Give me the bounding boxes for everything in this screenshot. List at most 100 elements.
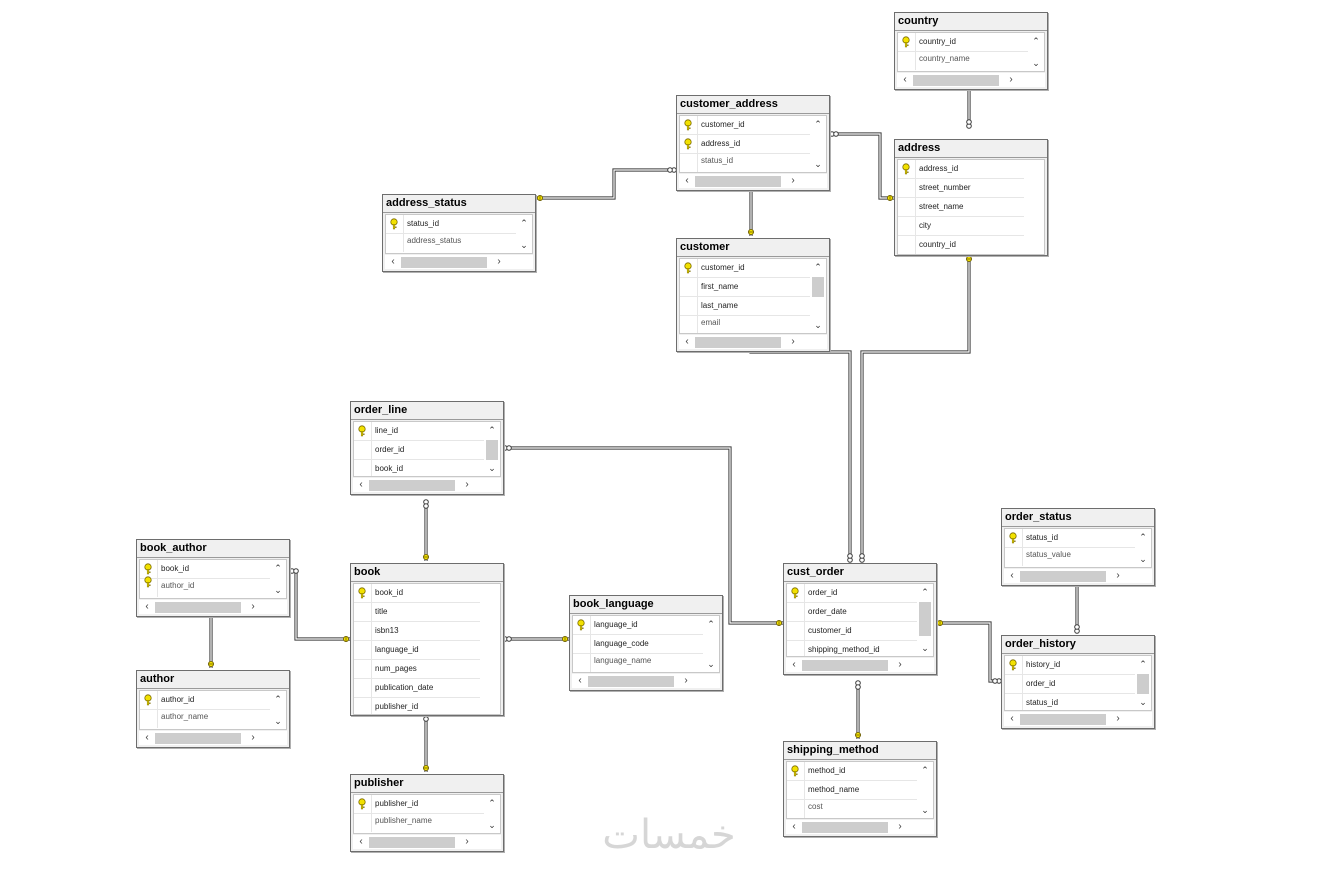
- relationship-book-to-publisher[interactable]: [422, 712, 429, 772]
- horizontal-scroll-thumb[interactable]: [913, 75, 999, 86]
- vertical-scrollbar[interactable]: ⌃⌄: [270, 691, 286, 729]
- column-row[interactable]: method_name: [787, 781, 917, 800]
- table-title[interactable]: customer_address: [677, 96, 829, 114]
- horizontal-scroll-thumb[interactable]: [1020, 571, 1106, 582]
- horizontal-scrollbar[interactable]: ‹›: [139, 731, 287, 745]
- scroll-right-icon[interactable]: ›: [1116, 713, 1120, 724]
- scroll-up-icon[interactable]: ⌃: [1032, 36, 1040, 46]
- column-row[interactable]: customer_id: [680, 116, 810, 135]
- vertical-scrollbar[interactable]: ⌃⌄: [917, 762, 933, 818]
- scroll-left-icon[interactable]: ‹: [685, 175, 689, 186]
- column-row[interactable]: street_name: [898, 198, 1024, 217]
- scroll-up-icon[interactable]: ⌃: [520, 218, 528, 228]
- scroll-up-icon[interactable]: ⌃: [707, 619, 715, 629]
- scroll-down-icon[interactable]: ⌄: [921, 805, 929, 815]
- column-row[interactable]: address_id: [680, 135, 810, 154]
- column-row[interactable]: status_id: [1005, 694, 1135, 710]
- column-row[interactable]: book_id: [354, 584, 480, 603]
- relationship-book-author-to-book[interactable]: [289, 568, 350, 643]
- column-row[interactable]: country_name: [898, 52, 1028, 70]
- column-row[interactable]: status_id: [680, 154, 810, 172]
- table-title[interactable]: author: [137, 671, 289, 689]
- column-row[interactable]: order_id: [1005, 675, 1135, 694]
- relationship-order-history-to-cust-order[interactable]: [936, 620, 1002, 684]
- horizontal-scrollbar[interactable]: ‹›: [786, 658, 934, 672]
- scroll-thumb[interactable]: [919, 602, 931, 636]
- column-row[interactable]: customer_id: [680, 259, 810, 278]
- column-row[interactable]: line_id: [354, 422, 484, 441]
- relationship-cust-order-to-shipping-method[interactable]: [855, 680, 862, 739]
- scroll-left-icon[interactable]: ‹: [359, 836, 363, 847]
- scroll-left-icon[interactable]: ‹: [578, 675, 582, 686]
- vertical-scrollbar[interactable]: ⌃⌄: [810, 116, 826, 172]
- scroll-left-icon[interactable]: ‹: [685, 336, 689, 347]
- horizontal-scroll-thumb[interactable]: [369, 480, 455, 491]
- horizontal-scroll-thumb[interactable]: [401, 257, 487, 268]
- vertical-scrollbar[interactable]: ⌃⌄: [270, 560, 286, 598]
- relationship-cust-order-to-customer[interactable]: [748, 337, 853, 563]
- table-title[interactable]: customer: [677, 239, 829, 257]
- column-row[interactable]: isbn13: [354, 622, 480, 641]
- vertical-scrollbar[interactable]: ⌃⌄: [703, 616, 719, 672]
- scroll-thumb[interactable]: [1137, 674, 1149, 694]
- scroll-up-icon[interactable]: ⌃: [1139, 659, 1147, 669]
- horizontal-scrollbar[interactable]: ‹›: [353, 835, 501, 849]
- scroll-down-icon[interactable]: ⌄: [707, 659, 715, 669]
- column-row[interactable]: publisher_id: [354, 698, 480, 714]
- horizontal-scrollbar[interactable]: ‹›: [572, 674, 720, 688]
- horizontal-scroll-thumb[interactable]: [155, 602, 241, 613]
- column-row[interactable]: country_id: [898, 33, 1028, 52]
- vertical-scrollbar[interactable]: ⌃⌄: [484, 422, 500, 476]
- horizontal-scrollbar[interactable]: ‹›: [679, 174, 827, 188]
- column-row[interactable]: customer_id: [787, 622, 917, 641]
- column-row[interactable]: history_id: [1005, 656, 1135, 675]
- horizontal-scroll-thumb[interactable]: [588, 676, 674, 687]
- table-title[interactable]: book: [351, 564, 503, 582]
- vertical-scrollbar[interactable]: ⌃⌄: [1135, 656, 1151, 710]
- scroll-up-icon[interactable]: ⌃: [814, 262, 822, 272]
- scroll-left-icon[interactable]: ‹: [359, 479, 363, 490]
- scroll-up-icon[interactable]: ⌃: [488, 425, 496, 435]
- column-row[interactable]: street_number: [898, 179, 1024, 198]
- horizontal-scrollbar[interactable]: ‹›: [897, 73, 1045, 87]
- scroll-down-icon[interactable]: ⌄: [1139, 697, 1147, 707]
- column-row[interactable]: status_value: [1005, 548, 1135, 566]
- scroll-right-icon[interactable]: ›: [898, 821, 902, 832]
- scroll-down-icon[interactable]: ⌄: [814, 320, 822, 330]
- scroll-right-icon[interactable]: ›: [465, 479, 469, 490]
- scroll-right-icon[interactable]: ›: [791, 175, 795, 186]
- scroll-down-icon[interactable]: ⌄: [814, 159, 822, 169]
- scroll-up-icon[interactable]: ⌃: [488, 798, 496, 808]
- horizontal-scroll-thumb[interactable]: [695, 337, 781, 348]
- scroll-left-icon[interactable]: ‹: [1010, 570, 1014, 581]
- column-row[interactable]: address_id: [898, 160, 1024, 179]
- scroll-right-icon[interactable]: ›: [251, 732, 255, 743]
- relationship-cust-order-to-address[interactable]: [859, 255, 973, 563]
- scroll-left-icon[interactable]: ‹: [145, 732, 149, 743]
- scroll-right-icon[interactable]: ›: [497, 256, 501, 267]
- table-title[interactable]: book_language: [570, 596, 722, 614]
- column-row[interactable]: cost: [787, 800, 917, 818]
- vertical-scrollbar[interactable]: ⌃⌄: [484, 795, 500, 833]
- scroll-up-icon[interactable]: ⌃: [921, 587, 929, 597]
- scroll-right-icon[interactable]: ›: [251, 601, 255, 612]
- scroll-up-icon[interactable]: ⌃: [274, 694, 282, 704]
- column-row[interactable]: title: [354, 603, 480, 622]
- table-title[interactable]: order_status: [1002, 509, 1154, 527]
- scroll-down-icon[interactable]: ⌄: [488, 463, 496, 473]
- horizontal-scrollbar[interactable]: ‹›: [1004, 712, 1152, 726]
- scroll-up-icon[interactable]: ⌃: [1139, 532, 1147, 542]
- column-row[interactable]: status_id: [386, 215, 516, 234]
- scroll-up-icon[interactable]: ⌃: [274, 563, 282, 573]
- scroll-right-icon[interactable]: ›: [791, 336, 795, 347]
- column-row[interactable]: language_id: [573, 616, 703, 635]
- scroll-left-icon[interactable]: ‹: [792, 821, 796, 832]
- relationship-customer-address-to-address-status[interactable]: [536, 167, 677, 201]
